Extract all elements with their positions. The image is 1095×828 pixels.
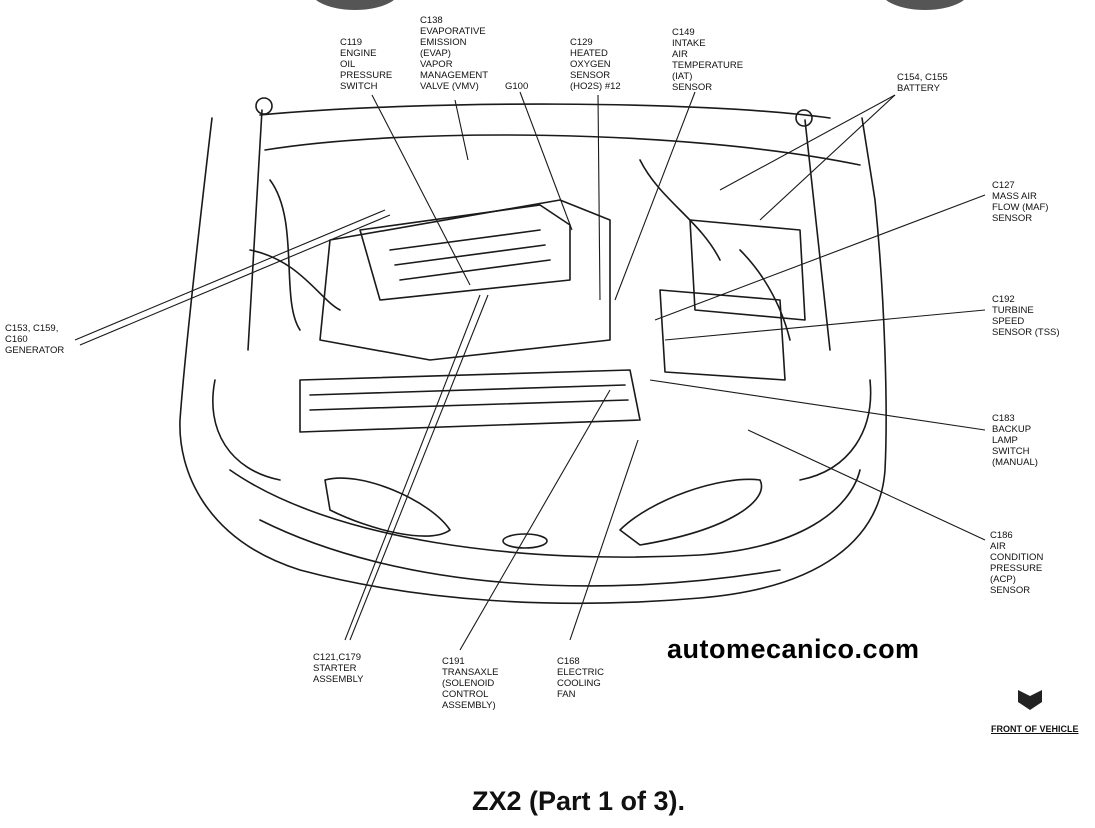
leader-c121-b [349,294,489,641]
leader-c119 [371,94,471,286]
label-c168: C168 ELECTRIC COOLING FAN [557,656,604,700]
left-hood-strut [247,109,263,351]
leader-c154-a [719,94,896,191]
right-headlamp [619,478,763,546]
leader-g100 [519,91,573,231]
intake-runners [389,229,551,281]
label-c121: C121,C179 STARTER ASSEMBLY [313,652,364,685]
valve-cover [359,204,571,301]
leader-c186 [747,429,986,541]
lower-bumper [259,519,781,587]
leader-c183 [649,379,986,431]
leader-c168 [569,439,639,641]
label-c129: C129 HEATED OXYGEN SENSOR (HO2S) #12 [570,37,621,92]
firewall [264,134,861,166]
leader-c121-a [344,294,481,641]
front-arrow-icon [1018,690,1042,710]
hood-line [259,103,831,119]
leader-c191 [459,389,611,651]
leader-c153-b [79,214,391,346]
label-g100: G100 [505,81,529,92]
label-c149: C149 INTAKE AIR TEMPERATURE (IAT) SENSOR [672,27,744,93]
right-strut-knob [795,109,813,127]
leader-c129 [597,94,601,301]
right-hood-strut [804,119,831,351]
diagram-caption: ZX2 (Part 1 of 3). [472,786,686,816]
corner-shading-right [880,0,970,10]
right-fender [799,379,872,481]
label-c191: C191 TRANSAXLE (SOLENOID CONTROL ASSEMBL… [442,656,499,711]
label-c138: C138 EVAPORATIVE EMISSION (EVAP) VAPOR M… [420,15,489,92]
leader-c149 [614,91,696,301]
car-body-outline [179,117,887,605]
leader-c138 [454,99,469,161]
label-c153: C153, C159, C160 GENERATOR [5,323,65,356]
wiring-harness-left [249,179,341,331]
leader-c192 [664,309,986,341]
watermark: automecanico.com [667,634,920,664]
leader-c154-b [759,94,896,221]
label-c186: C186 AIR CONDITION PRESSURE (ACP) SENSOR [990,530,1044,596]
label-c154: C154, C155 BATTERY [897,72,948,94]
left-headlamp [324,477,451,537]
battery-box [689,219,806,321]
label-c119: C119 ENGINE OIL PRESSURE SWITCH [340,37,393,92]
air-cleaner [659,289,786,381]
radiator [299,369,641,433]
leader-c127 [654,194,986,321]
emblem [502,533,548,549]
front-bumper [229,469,861,558]
wiring-harness-right [639,159,791,341]
label-c127: C127 MASS AIR FLOW (MAF) SENSOR [992,180,1049,224]
label-c183: C183 BACKUP LAMP SWITCH (MANUAL) [992,413,1038,468]
engine-block [319,199,611,361]
label-c192: C192 TURBINE SPEED SENSOR (TSS) [992,294,1060,338]
left-fender [212,379,281,481]
leader-c153-a [74,209,386,341]
corner-shading-left [310,0,400,10]
left-strut-knob [255,97,273,115]
front-of-vehicle-label: FRONT OF VEHICLE [991,724,1079,734]
radiator-core [309,384,629,411]
